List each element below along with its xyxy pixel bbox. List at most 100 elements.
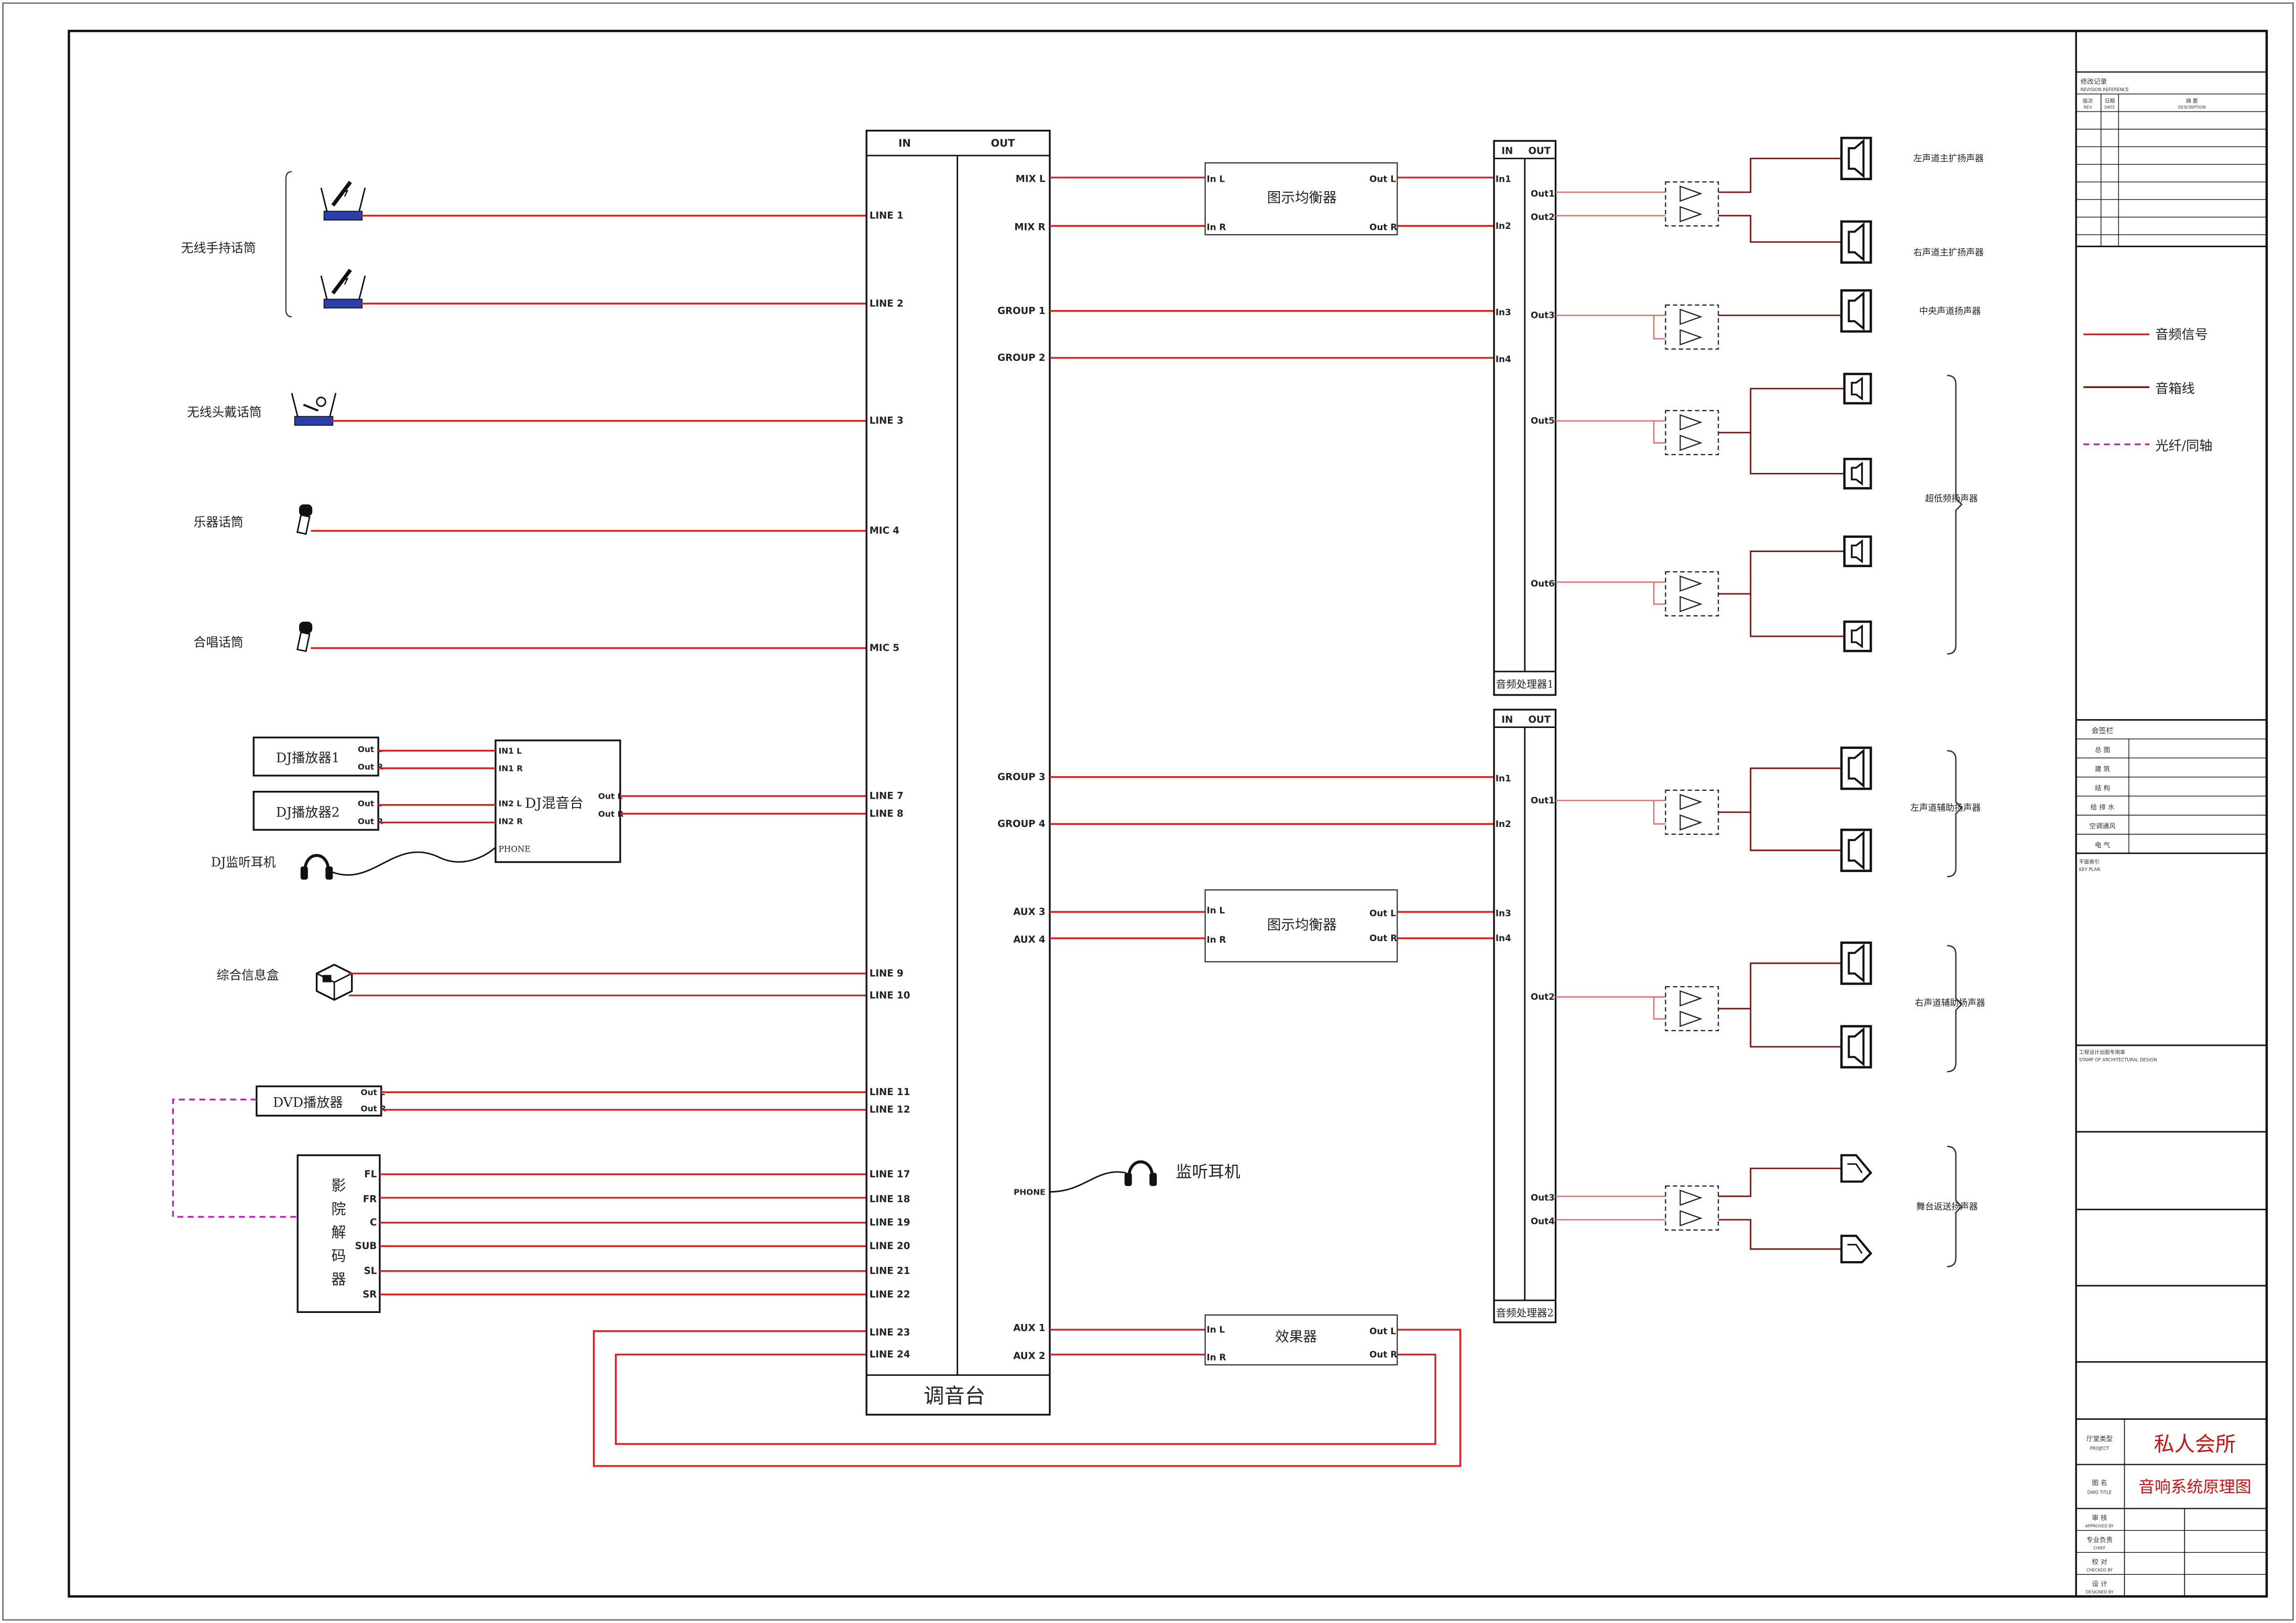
effects-unit: 效果器 In L In R Out L Out R <box>1204 1314 1398 1366</box>
wireless-receiver-icon <box>320 269 366 309</box>
mixer-input-label: LINE 17 <box>870 1169 910 1180</box>
svg-text:空调通风: 空调通风 <box>2089 822 2116 830</box>
svg-text:音频信号: 音频信号 <box>2155 327 2208 342</box>
dj-player-1: DJ播放器1 Out L Out R <box>252 736 383 777</box>
svg-text:DESCRIPTION: DESCRIPTION <box>2178 105 2206 109</box>
amplifier <box>1665 1185 1719 1231</box>
mixer-output-label: GROUP 3 <box>997 771 1045 782</box>
subwoofer-label: 超低频扬声器 <box>1925 493 1978 504</box>
svg-text:IN: IN <box>898 137 911 149</box>
stage-return-label: 舞台返送扬声器 <box>1916 1201 1978 1211</box>
monitor-headphone-label: 监听耳机 <box>1176 1163 1240 1182</box>
amplifier <box>1665 181 1719 227</box>
svg-text:Out6: Out6 <box>1531 578 1555 589</box>
input-wiring <box>311 215 1462 1467</box>
svg-text:Out R: Out R <box>361 1104 387 1113</box>
mixer-input-label: LINE 11 <box>870 1087 910 1098</box>
title-block: 修改记录 REVISION REFERENCE 版次 日期 摘 要 REV DA… <box>2075 31 2267 1597</box>
svg-text:器: 器 <box>332 1271 346 1288</box>
svg-text:Out R: Out R <box>1369 222 1397 233</box>
svg-text:音频处理器1: 音频处理器1 <box>1496 678 1554 690</box>
wireless-receiver-icon <box>320 181 366 221</box>
amplifier <box>1665 986 1719 1032</box>
svg-text:PROJECT: PROJECT <box>2090 1445 2110 1451</box>
mixer-output-label: GROUP 4 <box>997 819 1045 830</box>
mixer-output-label: MIX R <box>1014 222 1045 233</box>
svg-text:码: 码 <box>332 1247 346 1264</box>
svg-text:Out2: Out2 <box>1531 991 1555 1002</box>
svg-text:Out L: Out L <box>361 1088 386 1097</box>
svg-text:IN2 L: IN2 L <box>499 799 522 809</box>
svg-text:解: 解 <box>332 1224 346 1241</box>
monitor-headphone-cable <box>1049 1171 1126 1193</box>
svg-text:总 图: 总 图 <box>2095 746 2110 754</box>
audio-processor-1: IN OUT 音频处理器1 In1 In2 In3 In4 Out1 Out2 … <box>1493 140 1557 696</box>
svg-text:DATE: DATE <box>2104 105 2115 109</box>
svg-text:DJ混音台: DJ混音台 <box>525 796 584 812</box>
svg-text:Out L: Out L <box>598 792 623 801</box>
drawing-title: 音响系统原理图 <box>2138 1478 2251 1497</box>
center-label: 中央声道扬声器 <box>1919 305 1981 316</box>
mixer-input-label: LINE 1 <box>870 210 904 221</box>
speaker-icon <box>1841 222 1871 262</box>
microphone-icon <box>296 504 313 535</box>
instrument-mic-label: 乐器话筒 <box>193 515 243 529</box>
svg-text:图示均衡器: 图示均衡器 <box>1267 190 1337 206</box>
mixer-name: 调音台 <box>924 1385 985 1408</box>
svg-text:OUT: OUT <box>1528 714 1551 725</box>
svg-text:校 对: 校 对 <box>2092 1558 2107 1566</box>
svg-text:修改记录: 修改记录 <box>2081 78 2107 85</box>
svg-text:In3: In3 <box>1496 908 1511 919</box>
dj-headphone-cable <box>332 847 496 876</box>
svg-text:Out R: Out R <box>1369 933 1397 943</box>
svg-text:Out1: Out1 <box>1531 795 1555 805</box>
svg-text:REV: REV <box>2084 105 2092 109</box>
speaker-icon <box>1841 748 1871 789</box>
svg-text:STAMP OF ARCHITECTURAL DESIGN: STAMP OF ARCHITECTURAL DESIGN <box>2079 1057 2157 1063</box>
svg-text:DESIGNED BY: DESIGNED BY <box>2085 1590 2114 1595</box>
dj-mixer: DJ混音台 IN1 L IN1 R IN2 L IN2 R Out L Out … <box>495 739 624 863</box>
coax-link <box>172 1098 298 1218</box>
svg-text:Out R: Out R <box>358 816 383 826</box>
mixer-input-label: LINE 19 <box>870 1217 910 1228</box>
svg-text:Out R: Out R <box>358 763 383 772</box>
mixer-input-label: LINE 20 <box>870 1241 910 1252</box>
legend: 音频信号 音箱线 光纤/同轴 <box>2083 327 2212 454</box>
svg-text:In2: In2 <box>1496 220 1511 231</box>
svg-text:OUT: OUT <box>1528 146 1551 157</box>
svg-text:平面索引: 平面索引 <box>2079 858 2100 865</box>
amplifier <box>1665 571 1719 616</box>
svg-text:影: 影 <box>332 1177 346 1194</box>
mixer-input-label: LINE 3 <box>870 415 904 426</box>
svg-text:In1: In1 <box>1496 173 1511 184</box>
dvd-player: DVD播放器 Out L Out R <box>256 1085 387 1117</box>
headset-receiver-icon <box>291 392 337 426</box>
svg-text:In R: In R <box>1206 222 1226 233</box>
svg-text:OUT: OUT <box>991 137 1015 149</box>
svg-text:审 核: 审 核 <box>2092 1514 2107 1522</box>
mixer-input-label: LINE 2 <box>870 298 904 309</box>
info-box-label: 综合信息盒 <box>217 968 279 982</box>
mixer-output-label: GROUP 2 <box>997 352 1045 363</box>
svg-text:日期: 日期 <box>2105 98 2115 104</box>
speaker-icon <box>1841 943 1871 984</box>
svg-text:In1: In1 <box>1496 773 1511 783</box>
svg-text:IN2 R: IN2 R <box>499 816 523 826</box>
svg-text:In L: In L <box>1206 173 1225 184</box>
mixer-output-label: AUX 2 <box>1013 1351 1045 1362</box>
svg-text:图 名: 图 名 <box>2092 1479 2107 1487</box>
right-main-label: 右声道主扩扬声器 <box>1914 247 1984 257</box>
mixer-input-label: LINE 8 <box>870 808 904 819</box>
svg-text:PHONE: PHONE <box>499 844 531 854</box>
svg-text:In R: In R <box>1206 934 1226 945</box>
amplifier-speaker-section: 左声道主扩扬声器 右声道主扩扬声器 中央声道扬声器 超低频扬声器 左声道辅助扬声… <box>1555 138 1985 1267</box>
svg-text:Out L: Out L <box>1369 173 1396 184</box>
svg-text:电 气: 电 气 <box>2095 841 2111 849</box>
stage-monitor-icon <box>1841 1236 1871 1262</box>
svg-text:结 构: 结 构 <box>2095 784 2110 792</box>
svg-text:Out5: Out5 <box>1531 415 1555 426</box>
wireless-headset-label: 无线头戴话筒 <box>187 405 262 419</box>
dj-player-2: DJ播放器2 Out L Out R <box>252 791 383 831</box>
svg-text:建 筑: 建 筑 <box>2095 765 2111 773</box>
